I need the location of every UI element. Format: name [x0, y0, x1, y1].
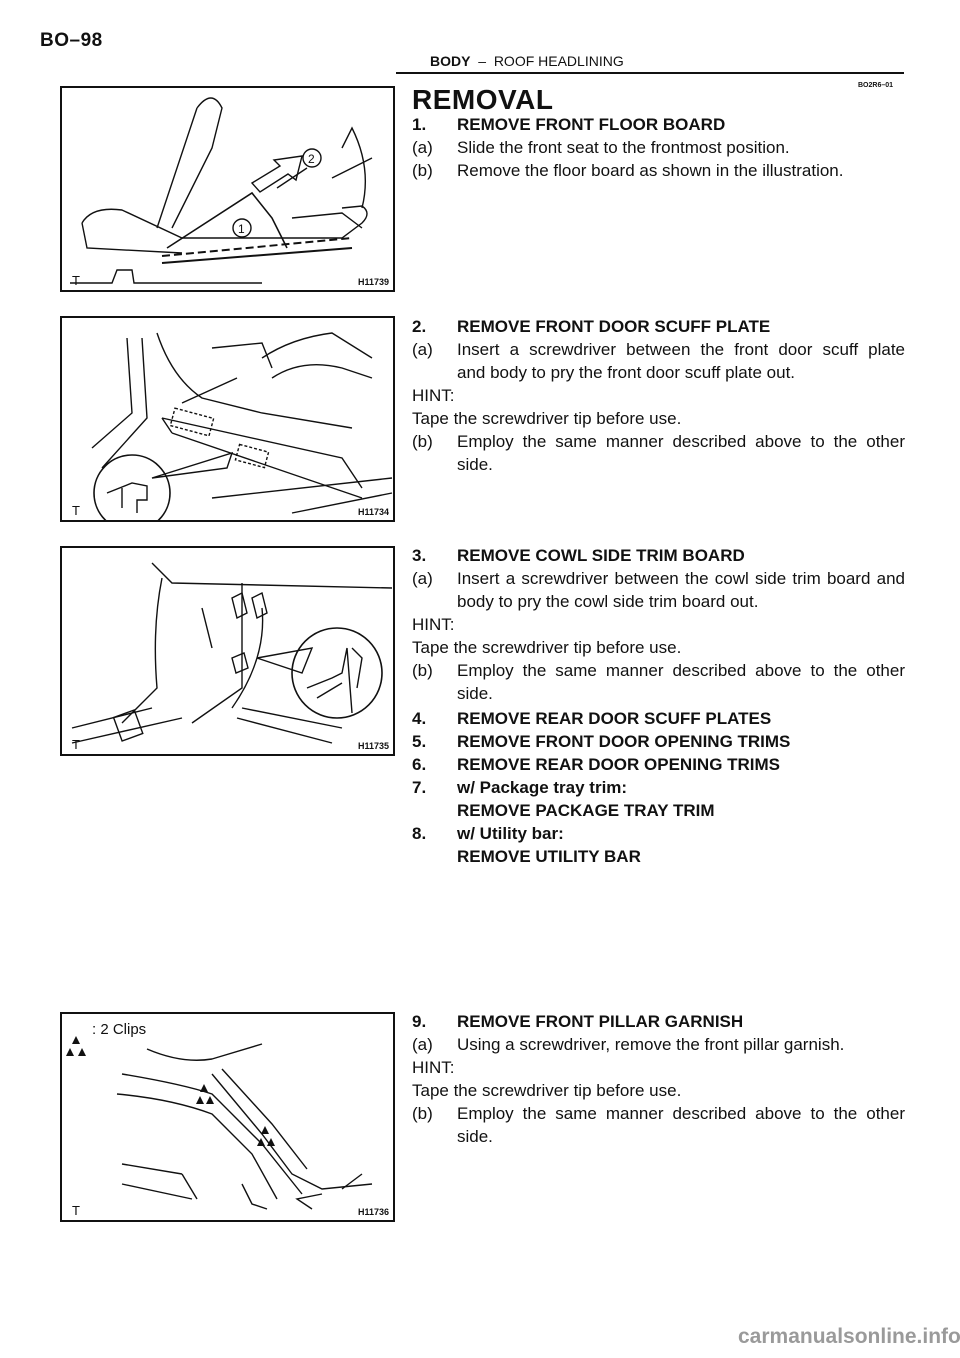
step-7-line-2: REMOVE PACKAGE TRAY TRIM: [457, 801, 715, 820]
figure-corner-mark: T: [72, 273, 80, 288]
step-text: Using a screwdriver, remove the front pi…: [457, 1035, 845, 1054]
step-text: REMOVE COWL SIDE TRIM BOARD: [457, 546, 745, 565]
step-3a-line-2: body to pry the cowl side trim board out…: [457, 592, 759, 611]
step-3b-line-1: Employ the same manner described above t…: [457, 661, 905, 680]
figure-floor-board: 2 1 T H11739: [60, 86, 395, 292]
step-text: REMOVE FRONT DOOR SCUFF PLATE: [457, 317, 771, 336]
step-text: Slide the front seat to the frontmost po…: [457, 138, 790, 157]
scuff-plate-illustration: [91, 332, 393, 520]
step-1b: (b) Remove the floor board as shown in th…: [412, 160, 843, 182]
step-3b: (b): [412, 660, 457, 682]
hint-text: Tape the screwdriver tip before use.: [412, 638, 682, 657]
step-number: (a): [412, 569, 433, 588]
step-text: Remove the floor board as shown in the i…: [457, 161, 844, 180]
step-text: REMOVE FRONT DOOR OPENING TRIMS: [457, 732, 791, 751]
step-1: 1. REMOVE FRONT FLOOR BOARD: [412, 114, 725, 136]
step-9: 9. REMOVE FRONT PILLAR GARNISH: [412, 1011, 743, 1033]
header-topic: ROOF HEADLINING: [493, 53, 624, 69]
floor-board-illustration: 2 1: [70, 97, 373, 284]
step-3b-line-2: side.: [457, 684, 493, 703]
step-2: 2. REMOVE FRONT DOOR SCUFF PLATE: [412, 316, 770, 338]
step-number: 3.: [412, 546, 427, 565]
hint-label: HINT:: [412, 386, 455, 405]
page-code: BO–98: [40, 30, 103, 51]
figure-id: H11734: [357, 507, 389, 517]
step-2a-line-1: Insert a screwdriver between the front d…: [457, 340, 905, 359]
watermark: carmanualsonline.info: [738, 1325, 960, 1348]
cowl-side-trim-illustration: [71, 562, 393, 744]
step-number: (b): [412, 161, 433, 180]
step-8-line-2: REMOVE UTILITY BAR: [457, 847, 641, 866]
step-text: REMOVE REAR DOOR SCUFF PLATES: [457, 709, 772, 728]
step-9a: (a) Using a screwdriver, remove the front…: [412, 1034, 844, 1056]
figure-corner-mark: T: [72, 1203, 80, 1218]
step-6: 6. REMOVE REAR DOOR OPENING TRIMS: [412, 754, 780, 776]
step-2a: (a): [412, 339, 457, 361]
step-5: 5. REMOVE FRONT DOOR OPENING TRIMS: [412, 731, 790, 753]
step-condition: w/ Package tray trim:: [457, 778, 628, 797]
hint-text: Tape the screwdriver tip before use.: [412, 1081, 682, 1100]
step-4: 4. REMOVE REAR DOOR SCUFF PLATES: [412, 708, 771, 730]
step-1a: (a) Slide the front seat to the frontmost…: [412, 137, 790, 159]
step-9b-line-1: Employ the same manner described above t…: [457, 1104, 905, 1123]
step-number: (b): [412, 1104, 433, 1123]
step-number: 8.: [412, 824, 427, 843]
step-3a-line-1: Insert a screwdriver between the cowl si…: [457, 569, 905, 588]
section-title: REMOVAL: [412, 84, 554, 115]
figure-id: H11739: [357, 277, 389, 287]
step-text: REMOVE REAR DOOR OPENING TRIMS: [457, 755, 781, 774]
step-text: REMOVE FRONT PILLAR GARNISH: [457, 1012, 744, 1031]
step-7: 7. w/ Package tray trim:: [412, 777, 627, 799]
step-2b: (b): [412, 431, 457, 453]
step-2b-line-2: side.: [457, 455, 493, 474]
step-3a: (a): [412, 568, 457, 590]
callout-2: 2: [308, 152, 315, 166]
step-2a-line-2: and body to pry the front door scuff pla…: [457, 363, 796, 382]
step-number: (b): [412, 661, 433, 680]
figure-pillar-garnish: : 2 Clips T H11736: [60, 1012, 395, 1222]
callout-1: 1: [238, 222, 245, 236]
step-9b: (b): [412, 1103, 457, 1125]
figure-id: H11736: [357, 1207, 389, 1217]
step-number: 6.: [412, 755, 427, 774]
pillar-garnish-illustration: [66, 1036, 373, 1210]
step-number: 2.: [412, 317, 427, 336]
figure-corner-mark: T: [72, 503, 80, 518]
step-number: (a): [412, 138, 433, 157]
step-number: 4.: [412, 709, 427, 728]
step-number: (a): [412, 1035, 433, 1054]
clip-icon: [66, 1036, 86, 1056]
step-number: 5.: [412, 732, 427, 751]
figure-id: H11735: [357, 741, 389, 751]
step-number: 1.: [412, 115, 427, 134]
hint-label: HINT:: [412, 615, 455, 634]
header-rule: [396, 72, 904, 74]
hint-label: HINT:: [412, 1058, 455, 1077]
header-section: BODY: [430, 53, 471, 69]
step-8: 8. w/ Utility bar:: [412, 823, 564, 845]
step-condition: w/ Utility bar:: [457, 824, 564, 843]
reference-code: BO2R6–01: [858, 82, 894, 89]
figure-caption: : 2 Clips: [92, 1021, 147, 1038]
hint-text: Tape the screwdriver tip before use.: [412, 409, 682, 428]
step-number: (a): [412, 340, 433, 359]
step-3: 3. REMOVE COWL SIDE TRIM BOARD: [412, 545, 745, 567]
step-number: 7.: [412, 778, 427, 797]
step-2b-line-1: Employ the same manner described above t…: [457, 432, 905, 451]
figure-cowl-side-trim: T H11735: [60, 546, 395, 756]
step-9b-line-2: side.: [457, 1127, 493, 1146]
step-number: (b): [412, 432, 433, 451]
step-text: REMOVE FRONT FLOOR BOARD: [457, 115, 726, 134]
figure-scuff-plate: T H11734: [60, 316, 395, 522]
header-separator: –: [478, 53, 487, 69]
step-number: 9.: [412, 1012, 427, 1031]
running-header: BODY – ROOF HEADLINING: [430, 53, 624, 69]
figure-corner-mark: T: [72, 737, 80, 752]
